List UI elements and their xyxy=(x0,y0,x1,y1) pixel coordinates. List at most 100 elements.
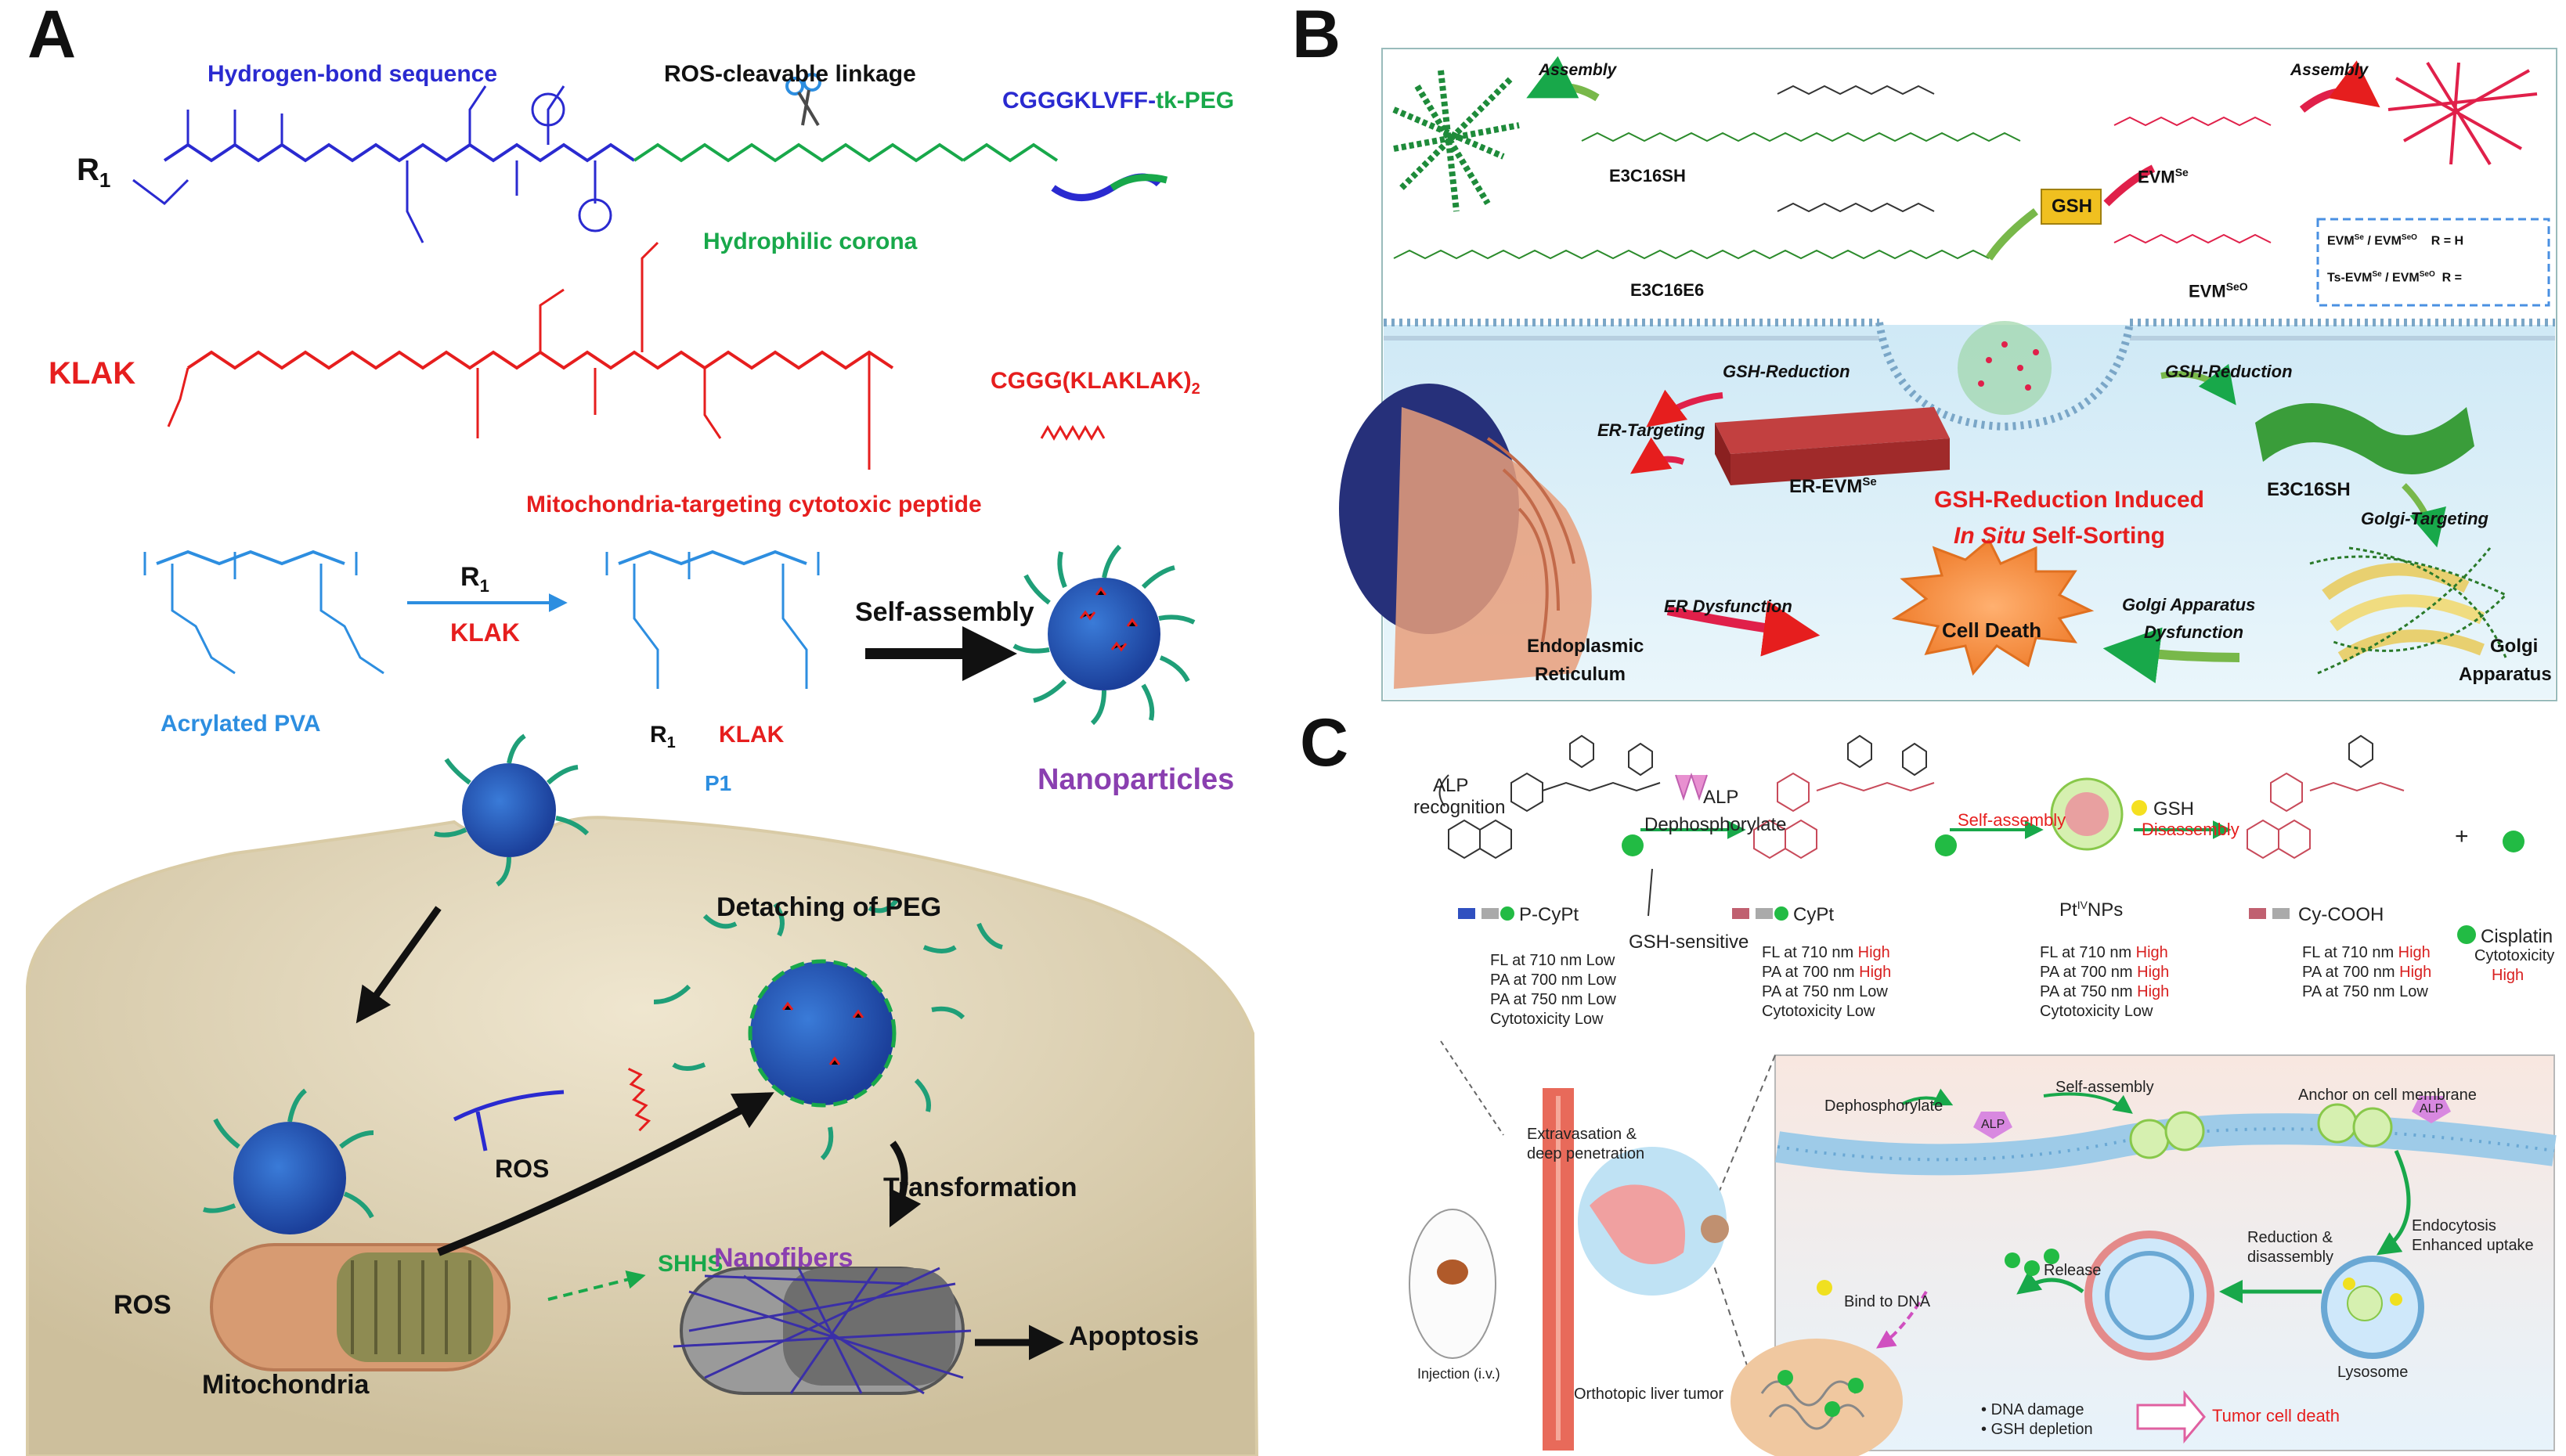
table-row-value: High xyxy=(2135,944,2168,961)
er-nucleus xyxy=(1339,384,1592,689)
label-release: Release xyxy=(2044,1262,2102,1279)
legend-row-2-r: R = xyxy=(2441,271,2462,285)
table-row-label: Cytotoxicity xyxy=(1490,1011,1575,1028)
nanoparticle-detaching xyxy=(748,959,897,1108)
label-p1-klak: KLAK xyxy=(719,722,785,748)
table-row-value: Low xyxy=(1586,952,1615,969)
er-evm-text: ER-EVM xyxy=(1789,476,1863,497)
label-induced-line-2: In Situ Self-Sorting xyxy=(1954,523,2165,550)
label-endocytosis-1: Endocytosis xyxy=(2412,1217,2496,1234)
label-golgi-dysfunction-2: Dysfunction xyxy=(2144,622,2244,642)
nanoparticle-entering xyxy=(434,733,590,887)
green-ribbon xyxy=(2255,403,2474,474)
panel-c-artwork xyxy=(1409,734,2557,1456)
label-golgi-2: Apparatus xyxy=(2459,664,2552,685)
label-mito-peptide: Mitochondria-targeting cytotoxic peptide xyxy=(526,492,982,517)
peptide-r1-suffix: tk-PEG xyxy=(1156,88,1235,114)
label-transformation: Transformation xyxy=(883,1173,1077,1202)
label-disassembly: Disassembly xyxy=(2142,820,2239,839)
legend-row-2-a-sup: Se xyxy=(2372,270,2382,279)
panel-letter-b: B xyxy=(1292,0,1341,72)
cypt-molecule xyxy=(1753,772,1935,860)
label-cytotoxicity-cisplatin-value: High xyxy=(2492,967,2524,984)
label-er-dysfunction: ER Dysfunction xyxy=(1664,596,1792,616)
label-hydrogen-bond-sequence: Hydrogen-bond sequence xyxy=(208,61,498,87)
legend-row-2-sep: / EVM xyxy=(2381,271,2420,285)
label-er-evm: ER-EVMSe xyxy=(1789,475,1877,498)
red-crystal xyxy=(2387,61,2538,166)
label-er-1: Endoplasmic xyxy=(1527,636,1644,657)
induced-line-2-rest: Self-Sorting xyxy=(2025,523,2165,549)
mitochondrion-nanofibers xyxy=(673,1267,972,1395)
label-peptide-r1: CGGGKLVFF-tk-PEG xyxy=(1002,88,1234,114)
label-cell-death: Cell Death xyxy=(1942,618,2042,642)
p-cypt-molecule xyxy=(1448,734,1661,860)
arrow-r1-subscript: 1 xyxy=(479,575,489,596)
table-row-label: Cytotoxicity xyxy=(1762,1003,1846,1020)
label-arrow-klak: KLAK xyxy=(450,618,520,647)
label-gsh-c: GSH xyxy=(2153,798,2195,820)
legend-row-1-sep: / EVM xyxy=(2363,234,2402,248)
p1-r1-text: R xyxy=(650,722,667,748)
label-plus: + xyxy=(2455,824,2469,849)
table-row-value: High xyxy=(2137,964,2170,981)
green-fiber-mesh xyxy=(1392,70,1520,212)
label-nanofibers: Nanofibers xyxy=(714,1243,854,1273)
klak-backbone xyxy=(186,350,894,370)
legend-row-1-a: EVM xyxy=(2327,234,2355,248)
peg-fragments xyxy=(653,899,1003,1161)
label-p1-r1: R1 xyxy=(650,722,676,752)
label-cytotoxicity-cisplatin: Cytotoxicity xyxy=(2474,947,2555,964)
label-assembly-right: Assembly xyxy=(2290,61,2369,79)
table-row-label: Cytotoxicity xyxy=(2040,1003,2124,1020)
p1-backbone xyxy=(618,550,807,566)
table-row-value: High xyxy=(1857,944,1890,961)
table-row: PA at 750 nm Low xyxy=(2302,982,2431,1002)
evm-seo-text: EVM xyxy=(2189,281,2226,301)
table-row-label: PA at 700 nm xyxy=(1490,971,1588,989)
pt-nps-superscript: IV xyxy=(2077,899,2088,911)
table-row: PA at 750 nm Low xyxy=(1762,982,1891,1002)
label-reduction-2: disassembly xyxy=(2247,1249,2334,1266)
table-row-label: PA at 750 nm xyxy=(2040,983,2138,1000)
table-row-value: Low xyxy=(1574,1011,1604,1028)
table-row-label: FL at 710 nm xyxy=(2302,944,2398,961)
tumor-death-arrow xyxy=(2136,1389,2206,1444)
label-golgi-targeting: Golgi-Targeting xyxy=(2361,509,2488,528)
table-row: FL at 710 nm High xyxy=(1762,943,1891,963)
panel-letter-c: C xyxy=(1300,705,1349,780)
label-arrow-r1: R1 xyxy=(460,562,489,596)
table-row: FL at 710 nm Low xyxy=(1490,951,1616,971)
panel-a-artwork xyxy=(26,73,1259,1456)
label-pt-nps: PtIVNPs xyxy=(2059,899,2123,921)
evm-se-text: EVM xyxy=(2138,167,2175,187)
legend-row-1-b-sup: SeO xyxy=(2401,233,2417,242)
scissors-icon xyxy=(785,73,821,127)
label-dna-damage: • DNA damage xyxy=(1981,1401,2084,1418)
label-klak-peptide: CGGG(KLAKLAK)2 xyxy=(991,368,1200,398)
label-golgi-1: Golgi xyxy=(2490,636,2539,657)
table-row-value: Low xyxy=(1846,1003,1875,1020)
label-nanoparticles: Nanoparticles xyxy=(1038,763,1235,796)
membrane xyxy=(1384,319,2555,431)
r1-text: R xyxy=(77,153,99,187)
legend-row-1-r: R = H xyxy=(2431,234,2464,248)
label-ros-center: ROS xyxy=(495,1155,550,1183)
cy-cooh-molecule xyxy=(2247,772,2405,860)
label-golgi-dysfunction-1: Golgi Apparatus xyxy=(2122,595,2256,614)
peptide-r1-text: CGGGKLVFF- xyxy=(1002,88,1157,114)
table-row-value: Low xyxy=(2124,1003,2153,1020)
label-ros-left: ROS xyxy=(114,1290,171,1320)
label-bind-dna: Bind to DNA xyxy=(1844,1293,1931,1310)
table-row-value: Low xyxy=(1587,991,1616,1008)
table-row: PA at 700 nm High xyxy=(1762,963,1891,982)
table-row-label: PA at 750 nm xyxy=(1762,983,1860,1000)
legend-row-2-b-sup: SeO xyxy=(2419,270,2435,279)
label-cy-cooh: Cy-COOH xyxy=(2298,904,2384,925)
table-row: PA at 700 nm High xyxy=(2302,963,2431,982)
panel-letter-a: A xyxy=(27,0,77,72)
label-apoptosis: Apoptosis xyxy=(1069,1321,1200,1351)
dna-damage-text: DNA damage xyxy=(1990,1401,2084,1418)
